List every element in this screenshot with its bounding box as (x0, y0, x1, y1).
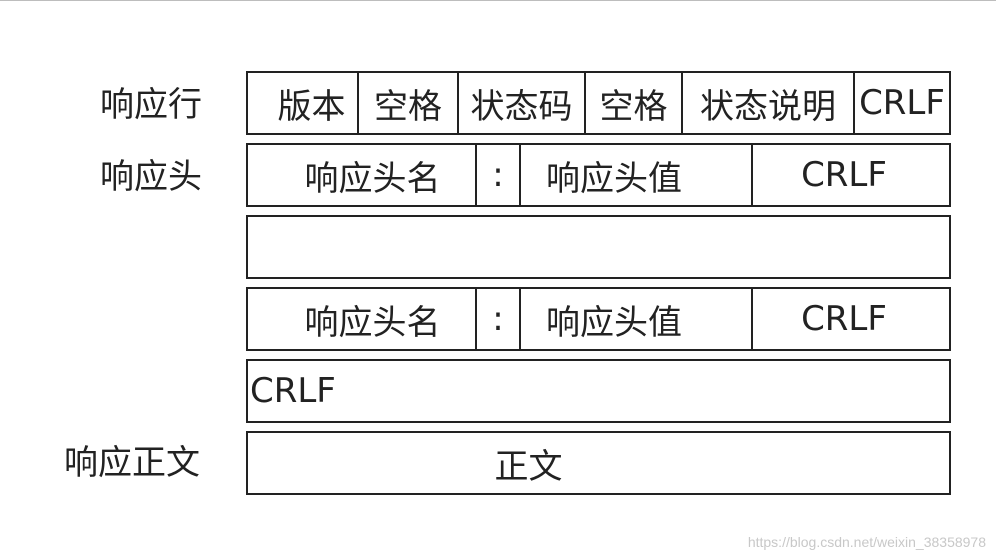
cell-header-name-2: 响应头名 (304, 302, 441, 343)
cell-status-crlf: CRLF (853, 73, 949, 133)
label-body: 响应正文 (64, 443, 200, 483)
label-headers: 响应头 (100, 157, 202, 197)
cell-header-name-1: 响应头名 (304, 158, 441, 199)
status-line-row: 版本 空格 状态码 空格 状态说明 CRLF (246, 71, 951, 135)
top-border-line (0, 0, 996, 1)
body-row: 正文 (246, 431, 951, 495)
cell-header-colon-2: : (475, 289, 519, 349)
header-row-2: 响应头名 : 响应头值 CRLF (246, 287, 951, 351)
watermark-url: https://blog.csdn.net/weixin_38358978 (747, 534, 986, 550)
cell-space-2: 空格 (584, 73, 681, 133)
cell-blank-crlf: CRLF (250, 371, 336, 411)
header-row-ellipsis (246, 215, 951, 279)
cell-space-1: 空格 (357, 73, 457, 133)
cell-version: 版本 (277, 86, 346, 127)
cell-header-colon-1: : (475, 145, 519, 205)
header-row-1: 响应头名 : 响应头值 CRLF (246, 143, 951, 207)
cell-status-code: 状态码 (457, 73, 584, 133)
cell-body-text: 正文 (494, 446, 563, 487)
cell-header-crlf-1: CRLF (751, 145, 949, 205)
blank-line-row: CRLF (246, 359, 951, 423)
cell-header-value-2: 响应头值 (519, 289, 751, 349)
label-status-line: 响应行 (100, 85, 202, 125)
cell-header-crlf-2: CRLF (751, 289, 949, 349)
cell-reason-phrase: 状态说明 (681, 73, 853, 133)
cell-header-value-1: 响应头值 (519, 145, 751, 205)
